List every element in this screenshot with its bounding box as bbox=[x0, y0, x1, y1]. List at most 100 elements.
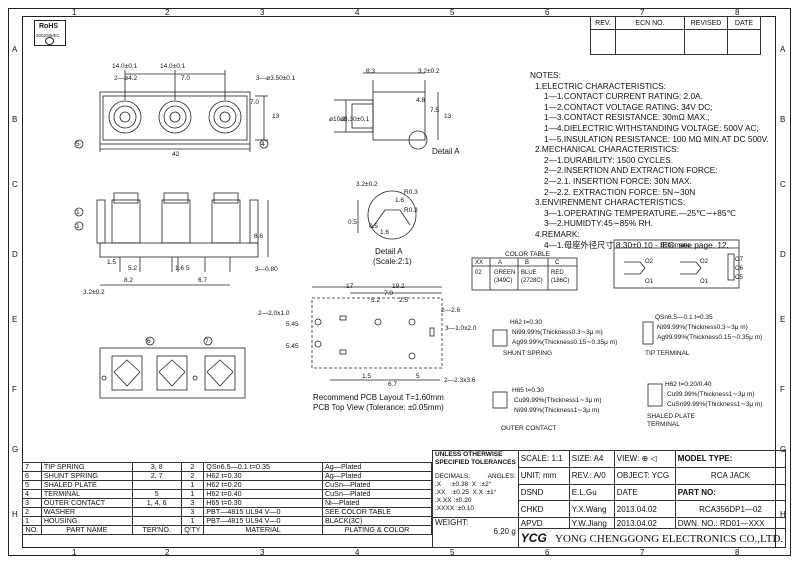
unit-cell: UNIT: mm bbox=[517, 466, 570, 485]
column-label: 4 bbox=[355, 548, 360, 557]
shunt_spring-thickness: H62 t=0.30 bbox=[510, 319, 542, 326]
row-label: B bbox=[12, 115, 18, 124]
tip_terminal-thickness: QSn6.5—0.1 t=0.35 bbox=[655, 314, 713, 321]
dimension-label: 5.2 bbox=[371, 297, 381, 304]
shaled_plate-name: SHALED PLATE TERMINAL bbox=[647, 413, 695, 428]
tolerance-rows: .X :±0.38 X :±2°.XX :±0.25 X.X :±1°.X.XX… bbox=[435, 481, 516, 513]
note-line: 1—4.DIELECTRIC WITHSTANDING VOLTAGE: 500… bbox=[544, 122, 759, 133]
row-label: E bbox=[780, 315, 786, 324]
company-logo: YCG bbox=[520, 531, 547, 545]
dimension-label: 1.5 bbox=[107, 259, 117, 266]
dimension-label: 13 bbox=[444, 113, 452, 120]
note-line: 2—1.DURABILITY: 1500 CYCLES. bbox=[544, 154, 674, 165]
shaled_plate-plating-a: Cu99.99%(Thickness1∼3μ m) bbox=[667, 391, 755, 398]
part-no-label: PART NO: bbox=[674, 483, 787, 502]
dsnd-label: DSND bbox=[517, 483, 570, 502]
dimension-label: 3—1.0x2.0 bbox=[445, 325, 477, 332]
row-label: C bbox=[12, 180, 18, 189]
notes-block: NOTES: 1.ELECTRIC CHARACTERISTICS:1—1.CO… bbox=[530, 70, 769, 250]
view-label: VIEW: bbox=[616, 454, 640, 464]
dsnd-name: E.L.Gu bbox=[568, 483, 615, 502]
shunt_spring-plating-b: Ag99.99%(Thickness0.15∼0.35μ m) bbox=[512, 339, 618, 346]
tolerance-row: .X.XX :±0.20 bbox=[435, 497, 472, 504]
color-table-cell: BLUE (2728C) bbox=[521, 270, 543, 284]
tip_terminal-plating-a: Ni99.99%(Thickness0.3∼3μ m) bbox=[657, 324, 748, 331]
chkd-label: CHKD bbox=[517, 500, 570, 519]
column-label: 8 bbox=[735, 548, 740, 557]
dimension-label: 13 bbox=[272, 113, 280, 120]
tolerance-row: .X :±0.38 X :±2° bbox=[435, 481, 492, 488]
shunt_spring-name: SHUNT SPRING bbox=[503, 350, 552, 357]
bom-header-cell: MATERIAL bbox=[203, 525, 323, 535]
schematic-frame bbox=[613, 239, 740, 289]
balloon-number: 5 bbox=[76, 141, 80, 148]
detail-a-callout: Detail A bbox=[432, 147, 460, 156]
title-block: UNLESS OTHERWISE SPECIFIED TOLERANCES DE… bbox=[432, 449, 787, 548]
detail-a-label: Detail A bbox=[375, 247, 403, 256]
dimension-label: 2.5 bbox=[399, 297, 409, 304]
apvd-date: 2013.04.02 bbox=[616, 518, 657, 528]
size-cell: SIZE: A4 bbox=[568, 450, 615, 468]
column-label: 5 bbox=[450, 8, 455, 17]
part-callout-shapes bbox=[492, 321, 663, 409]
row-label: D bbox=[12, 250, 18, 259]
row-label: D bbox=[780, 250, 786, 259]
pcb-layout bbox=[311, 286, 443, 381]
note-line: 1—2.CONTACT VOLTAGE RATING: 34V DC; bbox=[544, 101, 713, 112]
row-label: H bbox=[12, 510, 18, 519]
color-table-cell: GREEN (349C) bbox=[494, 270, 516, 284]
notes-lines: 1.ELECTRIC CHARACTERISTICS:1—1.CONTACT C… bbox=[530, 81, 769, 251]
rohs-seal-icon bbox=[45, 37, 54, 45]
schematic-title: Schematic bbox=[660, 242, 691, 249]
color-table-header: C bbox=[555, 260, 560, 266]
column-label: 2 bbox=[165, 8, 170, 17]
dimension-label: 8.2 bbox=[124, 277, 134, 284]
dimension-label: ø10.2 bbox=[329, 116, 346, 123]
outer_contact-plating-b: Ni99.99%(Thickness1∼3μ m) bbox=[514, 407, 600, 414]
rohs-badge: RoHS 2002/95/EC bbox=[34, 20, 66, 46]
schematic-pin-label: O2 bbox=[645, 259, 654, 265]
dimension-label: 2—2.6 bbox=[441, 307, 461, 314]
note-line: 2—2.1. INSERTION FORCE: 30N MAX. bbox=[544, 175, 692, 186]
dimension-label: 1.6 bbox=[380, 229, 390, 236]
note-line: 1—3.CONTACT RESISTANCE: 30mΩ MAX.; bbox=[544, 112, 710, 123]
color-table-cell: 02 bbox=[475, 270, 482, 276]
bottom-view bbox=[99, 347, 246, 399]
dimension-label: 0.5 bbox=[369, 223, 379, 230]
tolerance-title: UNLESS OTHERWISE SPECIFIED TOLERANCES bbox=[435, 451, 516, 466]
note-line: 3—1.OPERATING TEMPERATURE.—25℃∼+85℃ bbox=[544, 207, 736, 218]
drawing-border bbox=[22, 16, 776, 548]
dimension-label: 7.0 bbox=[250, 99, 260, 106]
dimension-label: 2—ø4.2 bbox=[114, 75, 138, 82]
row-label: G bbox=[12, 445, 19, 454]
note-line: 1.ELECTRIC CHARACTERISTICS: bbox=[535, 80, 666, 91]
scale-cell: SCALE: 1:1 bbox=[517, 450, 570, 468]
pcb-caption-line2: PCB Top View (Tolerance: ±0.05mm) bbox=[313, 403, 444, 412]
chkd-date: 2013.04.02 bbox=[616, 504, 657, 514]
rev-cell: REV.: A/0 bbox=[568, 466, 615, 485]
shunt_spring-plating-a: Ni99.99%(Thickness0.3∼3μ m) bbox=[512, 329, 603, 336]
color-table-cell: RED (186C) bbox=[551, 270, 570, 284]
top-view bbox=[99, 70, 268, 152]
object-cell: OBJECT: YCG bbox=[613, 466, 676, 485]
chkd-name: Y.X.Wang bbox=[568, 500, 615, 519]
outer_contact-name: OUTER CONTACT bbox=[501, 425, 557, 432]
rohs-label: RoHS bbox=[39, 23, 59, 30]
dimension-label: 8.3 bbox=[366, 68, 376, 75]
bom-header-cell: NO. bbox=[22, 525, 42, 535]
dimension-label: 17 bbox=[346, 283, 354, 290]
bom-cell: 1, 4, 6 bbox=[131, 498, 182, 508]
note-line: 3—2.HUMIDTY:45∼85% RH. bbox=[544, 218, 653, 229]
schematic-pin-label: O7 bbox=[735, 257, 744, 263]
dimension-label: 7.5 bbox=[430, 107, 440, 114]
color-table-title: COLOR TABLE bbox=[505, 251, 550, 258]
column-label: 3 bbox=[260, 548, 265, 557]
dimension-label: 2—2.0x1.0 bbox=[258, 310, 290, 317]
dimension-label: 6.7 bbox=[388, 381, 398, 388]
bom-header-cell: PART NAME bbox=[40, 525, 133, 535]
revision-table: REV. ECN NO. REVISED DATE bbox=[590, 16, 761, 55]
model-value: RCA JACK bbox=[674, 466, 787, 485]
shaled_plate-plating-b: CuSn99.99%(Thickness1∼3μ m) bbox=[667, 401, 763, 408]
note-line: 2—2.INSERTION AND EXTRACTION FORCE: bbox=[544, 165, 718, 176]
